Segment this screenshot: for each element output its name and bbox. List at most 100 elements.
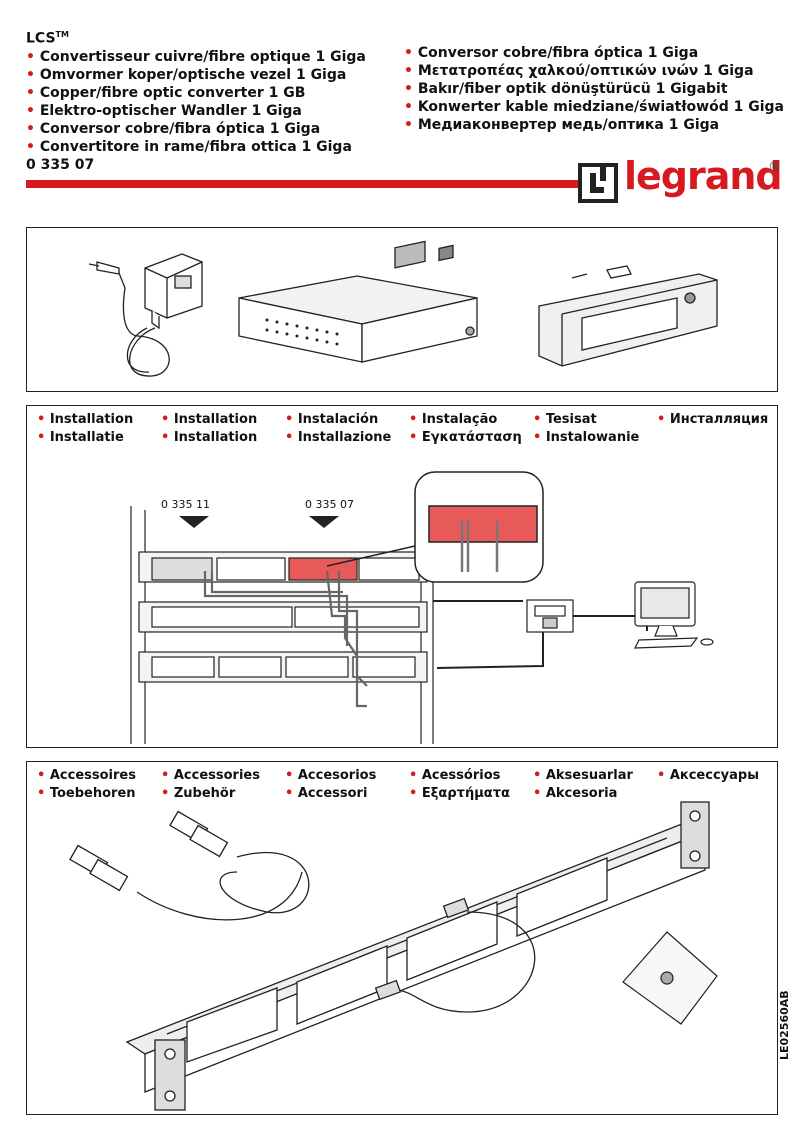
- title-line: • Konwerter kable miedziane/światłowód 1…: [404, 98, 784, 116]
- title-text: Медиаконвертер медь/оптика 1 Giga: [417, 117, 720, 133]
- bullet: •: [657, 768, 666, 783]
- accessories-label-text: Εξαρτήματα: [421, 786, 510, 801]
- legrand-logo-mark-icon: [578, 163, 618, 203]
- accessories-label-text: Аксессуары: [669, 768, 759, 783]
- bullet: •: [37, 430, 46, 445]
- bullet: •: [404, 117, 413, 133]
- accessories-label: • Toebehoren: [37, 785, 136, 802]
- bullet: •: [285, 430, 294, 445]
- title-line: • Conversor cobre/fibra óptica 1 Giga: [404, 44, 784, 62]
- bullet: •: [409, 786, 418, 801]
- installation-label: • Installation: [37, 411, 133, 428]
- bullet: •: [285, 412, 294, 427]
- title-text: Μετατροπέας χαλκού/οπτικών ινών 1 Giga: [417, 63, 754, 79]
- power-adapter-icon: [88, 253, 203, 377]
- title-text: Bakır/fiber optik dönüştürücü 1 Gigabit: [417, 81, 728, 97]
- bullet: •: [26, 102, 35, 119]
- title-text: Conversor cobre/fibra óptica 1 Giga: [417, 45, 699, 61]
- bullet: •: [37, 412, 46, 427]
- accessories-label-text: Accessoires: [49, 768, 136, 783]
- bullet: •: [404, 45, 413, 61]
- installation-label: • Instalación: [285, 411, 378, 428]
- installation-label: • Инсталляция: [657, 411, 768, 428]
- accessories-label-text: Accesorios: [297, 768, 377, 783]
- legrand-logo-text: legrand: [624, 154, 783, 198]
- title-text: Convertitore in rame/fibra ottica 1 Giga: [39, 138, 352, 155]
- bullet: •: [285, 768, 294, 783]
- bullet: •: [161, 768, 170, 783]
- patch-cables: [203, 570, 368, 708]
- accessories-label: • Akcesoria: [533, 785, 617, 802]
- registered-mark: ®: [768, 160, 781, 175]
- ref-label-left: 0 335 11: [161, 498, 210, 511]
- accessories-label-text: Accessories: [173, 768, 260, 783]
- accessories-label: • Acessórios: [409, 767, 500, 784]
- patch-panel-icon: [125, 801, 710, 1111]
- installation-label: • Εγκατάσταση: [409, 429, 522, 446]
- wall-outlet-icon: [526, 599, 574, 633]
- bullet: •: [161, 430, 170, 445]
- title-line: • Bakır/fiber optik dönüştürücü 1 Gigabi…: [404, 80, 784, 98]
- installation-label-text: Instalação: [421, 412, 498, 427]
- title-line: • Conversor cobre/fibra óptica 1 Giga: [26, 120, 366, 138]
- installation-label-text: Installazione: [297, 430, 392, 445]
- installation-label-text: Installation: [49, 412, 134, 427]
- title-text: Omvormer koper/optische vezel 1 Giga: [39, 66, 347, 83]
- title-line: • Omvormer koper/optische vezel 1 Giga: [26, 66, 366, 84]
- accessories-label: • Zubehör: [161, 785, 235, 802]
- bullet: •: [26, 48, 35, 65]
- product-line: LCSTM: [26, 26, 366, 48]
- installation-label: • Installazione: [285, 429, 391, 446]
- rack-icon: [130, 506, 434, 744]
- bullet: •: [533, 786, 542, 801]
- title-text: Elektro-optischer Wandler 1 Giga: [39, 102, 302, 119]
- media-converter-icon: [238, 240, 478, 363]
- installation-label: • Tesisat: [533, 411, 597, 428]
- bullet: •: [404, 99, 413, 115]
- bullet: •: [409, 412, 418, 427]
- installation-label-text: Instalowanie: [545, 430, 640, 445]
- bullet: •: [37, 768, 46, 783]
- title-text: Konwerter kable miedziane/światłowód 1 G…: [417, 99, 784, 115]
- document-code: LE02560AB: [778, 990, 791, 1060]
- header-left: LCSTM • Convertisseur cuivre/fibre optiq…: [26, 26, 366, 174]
- installation-label-text: Tesisat: [545, 412, 597, 427]
- installation-label: • Instalação: [409, 411, 497, 428]
- installation-label-text: Installatie: [49, 430, 124, 445]
- zoom-callout-icon: [326, 471, 544, 583]
- installation-label-text: Instalación: [297, 412, 379, 427]
- ref-label-right: 0 335 07: [305, 498, 354, 511]
- product-illustrations: [88, 240, 718, 377]
- trademark: TM: [55, 30, 69, 39]
- network-cable: [433, 600, 544, 669]
- installation-label: • Installation: [161, 411, 257, 428]
- bullet: •: [285, 786, 294, 801]
- accessories-label: • Aksesuarlar: [533, 767, 633, 784]
- accessories-label-text: Akcesoria: [545, 786, 618, 801]
- bullet: •: [657, 412, 666, 427]
- screw-bag-icon: [622, 931, 718, 1025]
- down-arrow-right-icon: [309, 516, 339, 528]
- mounting-bracket-icon: [538, 265, 718, 367]
- accessories-label: • Accessories: [161, 767, 260, 784]
- bullet: •: [404, 81, 413, 97]
- title-line: • Медиаконвертер медь/оптика 1 Giga: [404, 116, 784, 134]
- installation-label: • Installation: [161, 429, 257, 446]
- accessories-label-text: Toebehoren: [49, 786, 136, 801]
- bullet: •: [409, 768, 418, 783]
- accessories-label-text: Accessori: [297, 786, 368, 801]
- title-text: Copper/fibre optic converter 1 GB: [39, 84, 306, 101]
- bullet: •: [404, 63, 413, 79]
- title-list-right: • Conversor cobre/fibra óptica 1 Giga• Μ…: [404, 44, 784, 134]
- title-line: • Copper/fibre optic converter 1 GB: [26, 84, 366, 102]
- accessories-illustration: [69, 801, 718, 1111]
- installation-label-text: Installation: [173, 430, 258, 445]
- bullet: •: [533, 430, 542, 445]
- accessories-label-text: Zubehör: [173, 786, 236, 801]
- bullet: •: [533, 768, 542, 783]
- installation-panel: • Installation• Installatie• Installatio…: [26, 405, 778, 748]
- rj45-cable-icon: [374, 897, 536, 1013]
- installation-label-text: Installation: [173, 412, 258, 427]
- legrand-logo: legrand ®: [578, 154, 783, 206]
